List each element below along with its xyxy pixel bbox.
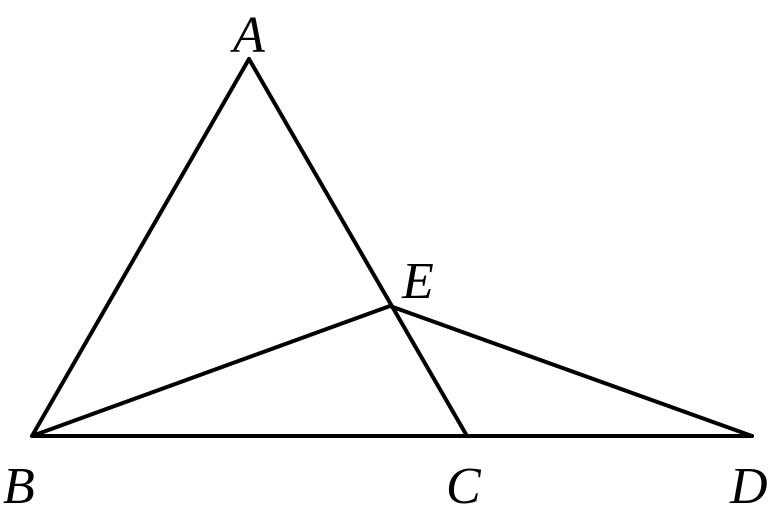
label-a: A xyxy=(230,7,265,64)
segment-ed xyxy=(388,304,754,438)
label-d: D xyxy=(729,458,768,506)
label-c: C xyxy=(446,458,482,506)
label-b: B xyxy=(3,458,35,506)
segment-be xyxy=(30,304,392,438)
segment-ab xyxy=(30,57,251,438)
label-e: E xyxy=(401,253,434,310)
segment-ac xyxy=(247,57,469,438)
